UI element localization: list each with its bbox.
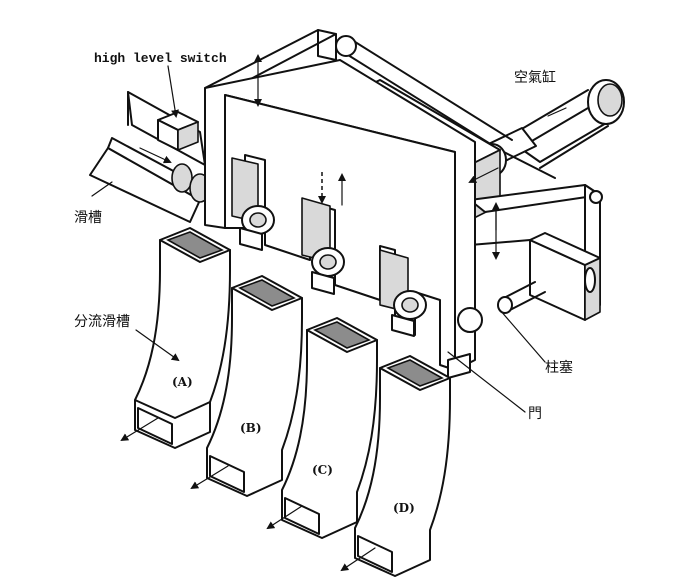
chute-letter-d: (D) — [393, 501, 415, 515]
gate-plate — [204, 59, 483, 379]
feed-chute — [89, 91, 211, 223]
label-branch-chute: 分流滑槽 — [74, 313, 130, 330]
label-air-cylinder: 空氣缸 — [514, 69, 556, 86]
chute-letter-b: (B) — [240, 421, 262, 435]
motion-arrows — [120, 54, 500, 572]
chute-letter-c: (C) — [312, 463, 333, 477]
branch-chute-c: (C) — [281, 317, 378, 539]
branch-chute-a: (A) — [134, 227, 231, 449]
label-plunger: 柱塞 — [545, 359, 573, 376]
chute-letter-a: (A) — [172, 375, 193, 389]
branch-chute-d: (D) — [354, 355, 451, 577]
label-chute: 滑槽 — [74, 209, 102, 226]
branch-chute-b: (B) — [206, 275, 303, 497]
high-level-switch — [157, 111, 199, 151]
leader-lines — [91, 65, 567, 413]
label-gate: 門 — [528, 406, 542, 422]
label-high-level-switch: high level switch — [94, 51, 227, 66]
right-bracket — [469, 184, 603, 321]
